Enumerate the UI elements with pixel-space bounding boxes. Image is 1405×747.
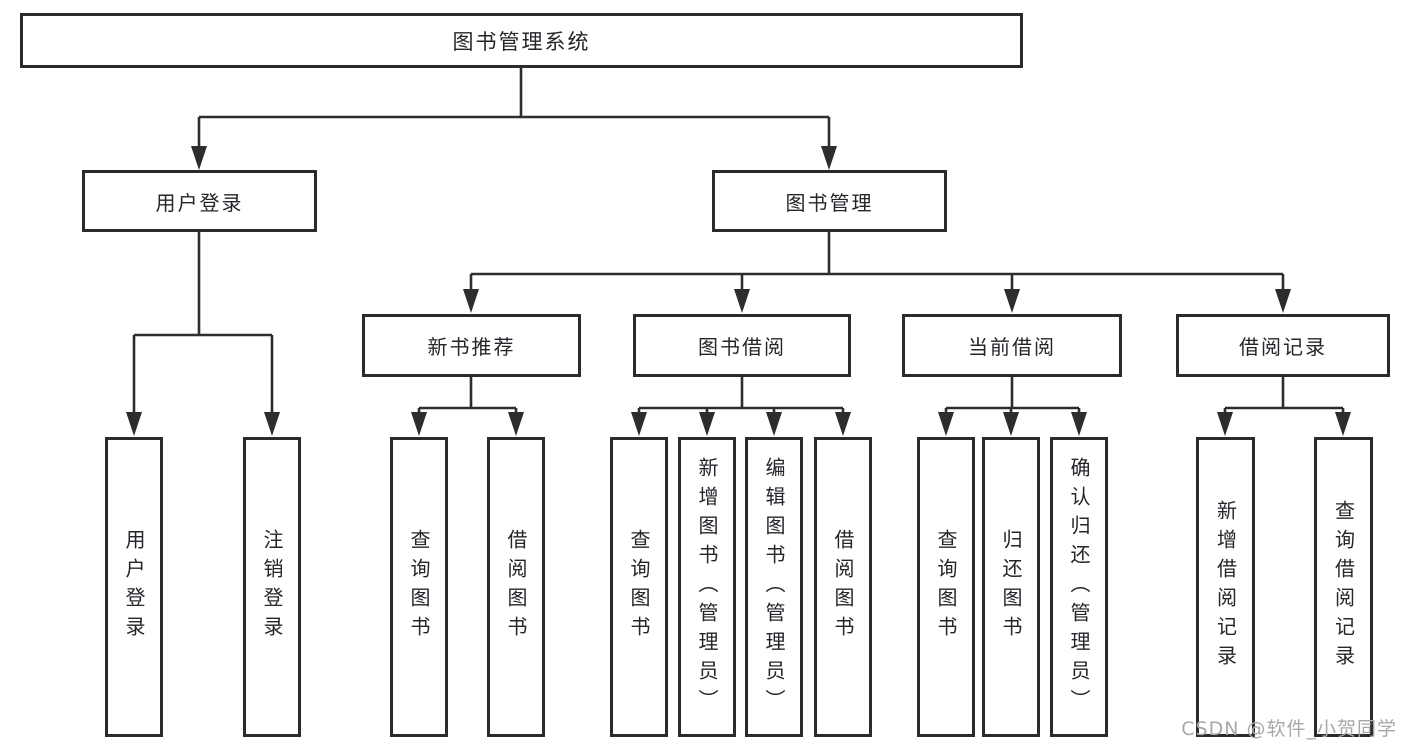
arrowhead [191,146,207,170]
arrowhead [699,412,715,436]
node-leaf-query-books-borrowing: 查询图书 [610,437,668,737]
node-root: 图书管理系统 [20,13,1023,68]
node-new-book-recommend: 新书推荐 [362,314,581,377]
connector-newbook-to-leaves [417,377,518,414]
connector-borrowing-to-leaves [637,377,845,414]
arrowhead [1335,412,1351,436]
node-leaf-logout: 注销登录 [243,437,301,737]
connector-root-to-level2 [197,68,831,150]
node-book-borrowing: 图书借阅 [633,314,851,377]
node-leaf-user-login: 用户登录 [105,437,163,737]
arrowheads [126,146,1351,436]
node-leaf-borrow-books-borrowing: 借阅图书 [814,437,872,737]
node-leaf-confirm-return-admin: 确认归还（管理员） [1050,437,1108,737]
arrowhead [821,146,837,170]
node-book-management: 图书管理 [712,170,947,232]
node-leaf-add-book-admin: 新增图书（管理员） [678,437,736,737]
node-leaf-return-book: 归还图书 [982,437,1040,737]
arrowhead [734,289,750,313]
arrowhead [126,412,142,436]
watermark: CSDN @软件_小贺同学 [1181,718,1397,740]
arrowhead [631,412,647,436]
arrowhead [1004,289,1020,313]
arrowhead [508,412,524,436]
node-leaf-query-borrow-record: 查询借阅记录 [1314,437,1373,737]
arrowhead [411,412,427,436]
connector-userlogin-to-leaves [132,232,274,414]
arrowhead [766,412,782,436]
connector-records-to-leaves [1223,377,1345,414]
arrowhead [1217,412,1233,436]
arrowhead [1275,289,1291,313]
connector-current-to-leaves [944,377,1081,414]
arrowhead [938,412,954,436]
node-current-borrowing: 当前借阅 [902,314,1122,377]
arrowhead [1003,412,1019,436]
arrowhead [1071,412,1087,436]
arrowhead [835,412,851,436]
arrowhead [264,412,280,436]
node-leaf-add-borrow-record: 新增借阅记录 [1196,437,1255,737]
node-leaf-query-books-recommend: 查询图书 [390,437,448,737]
node-leaf-borrow-books-recommend: 借阅图书 [487,437,545,737]
connector-bookmgmt-to-level3 [469,232,1285,291]
arrowhead [463,289,479,313]
node-borrowing-records: 借阅记录 [1176,314,1390,377]
node-leaf-edit-book-admin: 编辑图书（管理员） [745,437,803,737]
node-user-login: 用户登录 [82,170,317,232]
node-leaf-query-books-current: 查询图书 [917,437,975,737]
